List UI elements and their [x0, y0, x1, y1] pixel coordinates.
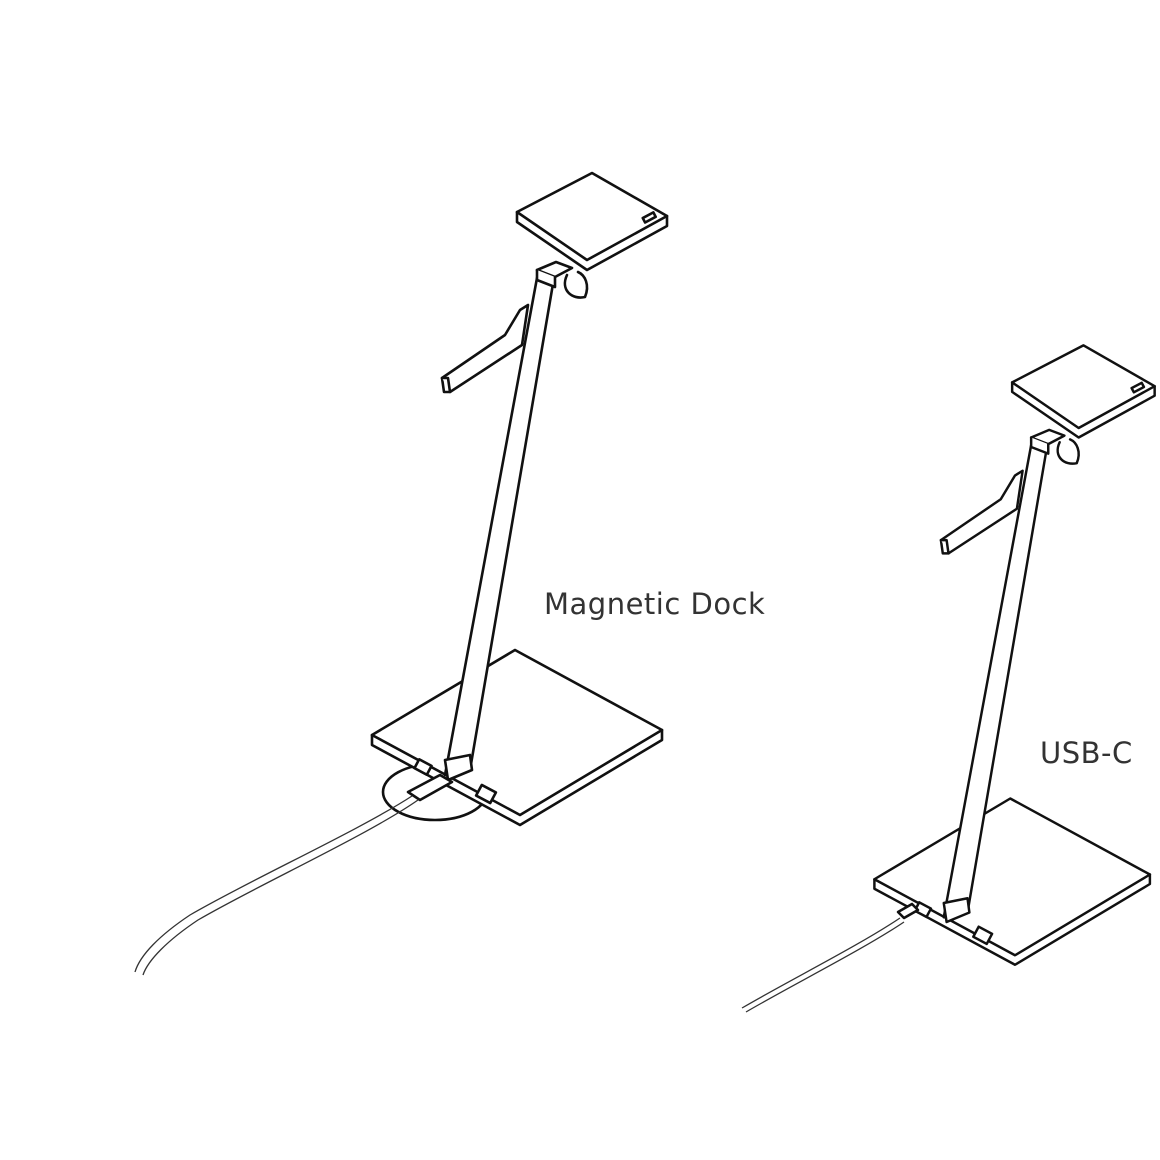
- lamp-usb-c: [741, 344, 1156, 1013]
- cable: [741, 917, 901, 1009]
- label-magnetic-dock: Magnetic Dock: [544, 587, 766, 621]
- cable: [134, 795, 413, 973]
- magnetic-connector: [406, 773, 454, 802]
- label-usb-c: USB-C: [1040, 736, 1133, 770]
- usb-c-plug: [896, 902, 920, 920]
- lamp-magnetic-dock: [134, 171, 669, 976]
